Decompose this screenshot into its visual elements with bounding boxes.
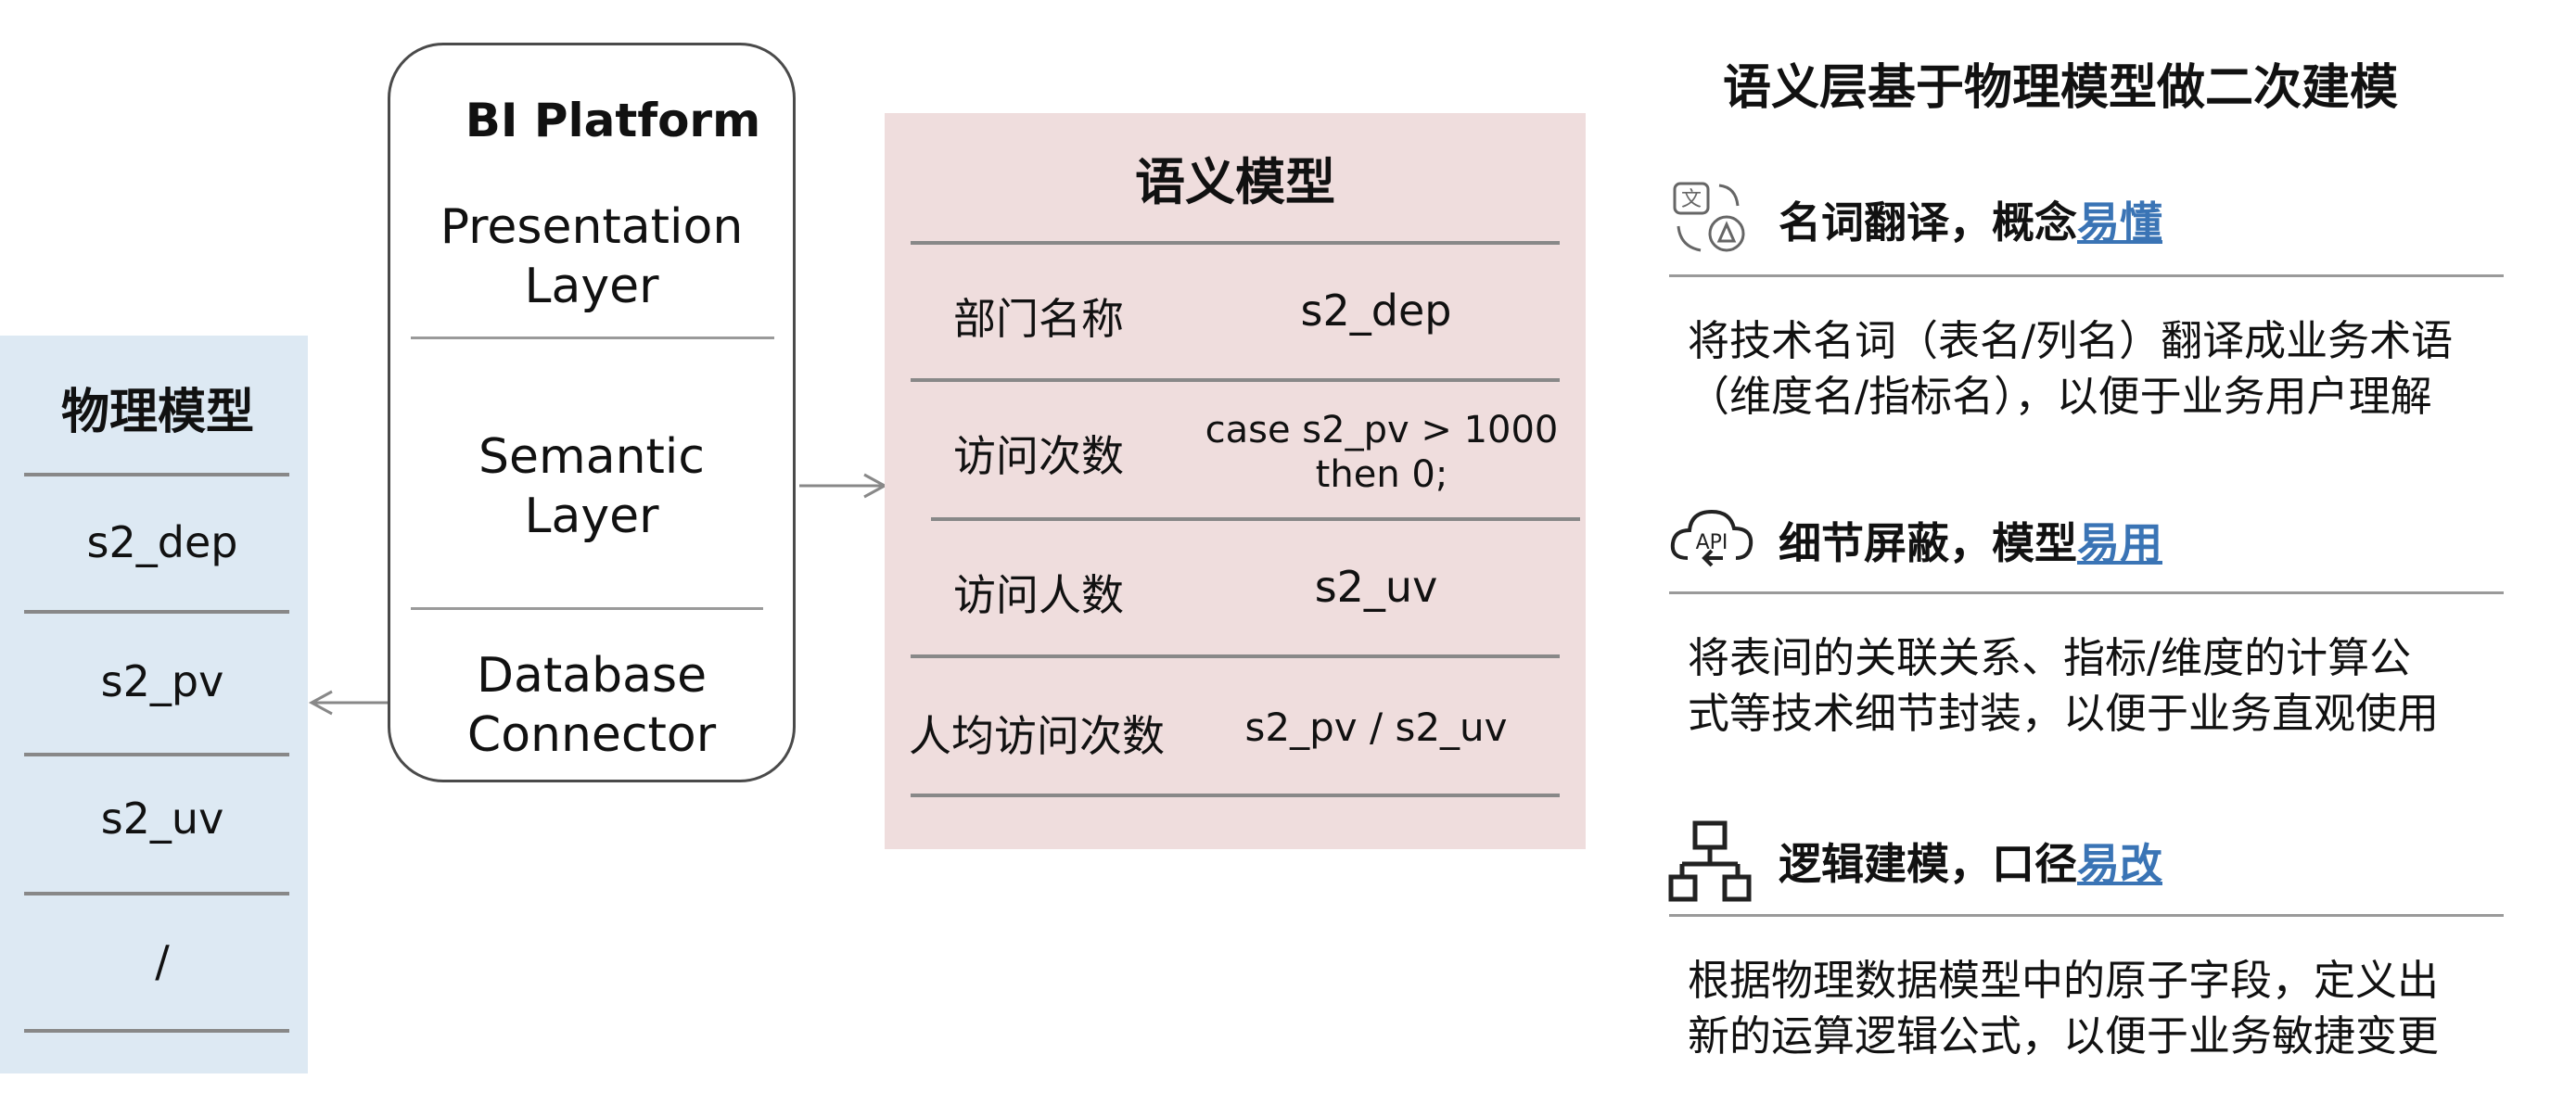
presentation-layer-line2: Layer [524, 259, 659, 314]
feature-link-easy-understand[interactable]: 易懂 [2077, 197, 2162, 248]
api-cloud-icon: API [1667, 501, 1756, 578]
divider [1669, 274, 2504, 277]
divider [24, 473, 289, 476]
semantic-layer-label: Semantic Layer [390, 427, 793, 546]
semantic-label-visit-count: 访问次数 [953, 431, 1124, 481]
desc-line: 根据物理数据模型中的原子字段，定义出 [1688, 956, 2440, 1005]
divider [24, 1029, 289, 1033]
divider [24, 753, 289, 756]
case-expression-line1: case s2_pv > 1000 [1205, 409, 1559, 451]
translate-icon: 文 [1669, 178, 1749, 258]
feature-title-text: 细节屏蔽，模型 [1779, 518, 2077, 568]
database-connector-line1: Database [476, 648, 708, 704]
divider [24, 610, 289, 614]
desc-line: 将表间的关联关系、指标/维度的计算公 [1688, 633, 2412, 682]
divider [1669, 591, 2504, 594]
bi-platform-title: BI Platform [465, 94, 761, 147]
semantic-layer-line1: Semantic [478, 429, 705, 485]
desc-line: 新的运算逻辑公式，以便于业务敏捷变更 [1688, 1011, 2440, 1061]
semantic-value-case-expression: case s2_pv > 1000 then 0; [1178, 408, 1586, 497]
semantic-layer-line2: Layer [524, 489, 659, 544]
semantic-model-title: 语义模型 [1135, 153, 1335, 211]
semantic-model-panel: 语义模型 部门名称 s2_dep 访问次数 case s2_pv > 1000 … [885, 113, 1586, 849]
physical-field-s2-uv: s2_uv [100, 794, 224, 844]
divider [911, 794, 1560, 797]
semantic-label-dept-name: 部门名称 [953, 294, 1124, 344]
feature-link-easy-use[interactable]: 易用 [2077, 518, 2162, 568]
divider [931, 517, 1580, 521]
feature-link-easy-change[interactable]: 易改 [2077, 839, 2162, 889]
feature-desc-detail-hiding: 将表间的关联关系、指标/维度的计算公 式等技术细节封装，以便于业务直观使用 [1688, 630, 2439, 742]
semantic-label-avg-visits: 人均访问次数 [909, 711, 1165, 761]
physical-field-s2-dep: s2_dep [86, 517, 238, 567]
feature-desc-translation: 将技术名词（表名/列名）翻译成业务术语 （维度名/指标名），以便于业务用户理解 [1688, 313, 2453, 425]
arrow-to-semantic-icon [799, 473, 888, 499]
desc-line: 将技术名词（表名/列名）翻译成业务术语 [1688, 316, 2454, 365]
feature-desc-logic-modeling: 根据物理数据模型中的原子字段，定义出 新的运算逻辑公式，以便于业务敏捷变更 [1688, 953, 2439, 1064]
case-expression-line2: then 0; [1315, 453, 1448, 496]
semantic-value-s2-uv: s2_uv [1314, 562, 1438, 612]
bi-platform-box: BI Platform Presentation Layer Semantic … [388, 43, 796, 782]
semantic-value-s2-dep: s2_dep [1300, 286, 1452, 336]
divider [411, 337, 774, 339]
presentation-layer-label: Presentation Layer [390, 197, 793, 316]
desc-line: 式等技术细节封装，以便于业务直观使用 [1688, 689, 2440, 738]
divider [411, 607, 763, 610]
hierarchy-icon [1667, 819, 1753, 905]
feature-title-text: 名词翻译，概念 [1779, 197, 2077, 248]
semantic-label-visitor-count: 访问人数 [953, 570, 1124, 620]
right-panel-heading: 语义层基于物理模型做二次建模 [1723, 60, 2399, 116]
desc-line: （维度名/指标名），以便于业务用户理解 [1688, 372, 2432, 421]
database-connector-line2: Connector [466, 707, 717, 763]
physical-field-slash: / [155, 936, 170, 986]
feature-title-translation: 名词翻译，概念易懂 [1779, 189, 2162, 250]
feature-title-logic-modeling: 逻辑建模，口径易改 [1779, 831, 2162, 892]
divider [911, 654, 1560, 658]
divider [911, 241, 1560, 245]
feature-title-text: 逻辑建模，口径 [1779, 839, 2077, 889]
feature-title-detail-hiding: 细节屏蔽，模型易用 [1779, 510, 2162, 571]
divider [1669, 914, 2504, 917]
divider [911, 378, 1560, 382]
physical-model-panel: 物理模型 s2_dep s2_pv s2_uv / [0, 336, 308, 1073]
database-connector-label: Database Connector [390, 646, 793, 765]
physical-field-s2-pv: s2_pv [100, 656, 224, 706]
physical-model-title: 物理模型 [60, 385, 254, 440]
presentation-layer-line1: Presentation [440, 199, 744, 255]
svg-text:文: 文 [1681, 188, 1702, 211]
svg-text:API: API [1696, 531, 1728, 554]
arrow-to-physical-icon [308, 690, 389, 716]
divider [24, 892, 289, 895]
semantic-value-pv-over-uv: s2_pv / s2_uv [1244, 705, 1508, 750]
